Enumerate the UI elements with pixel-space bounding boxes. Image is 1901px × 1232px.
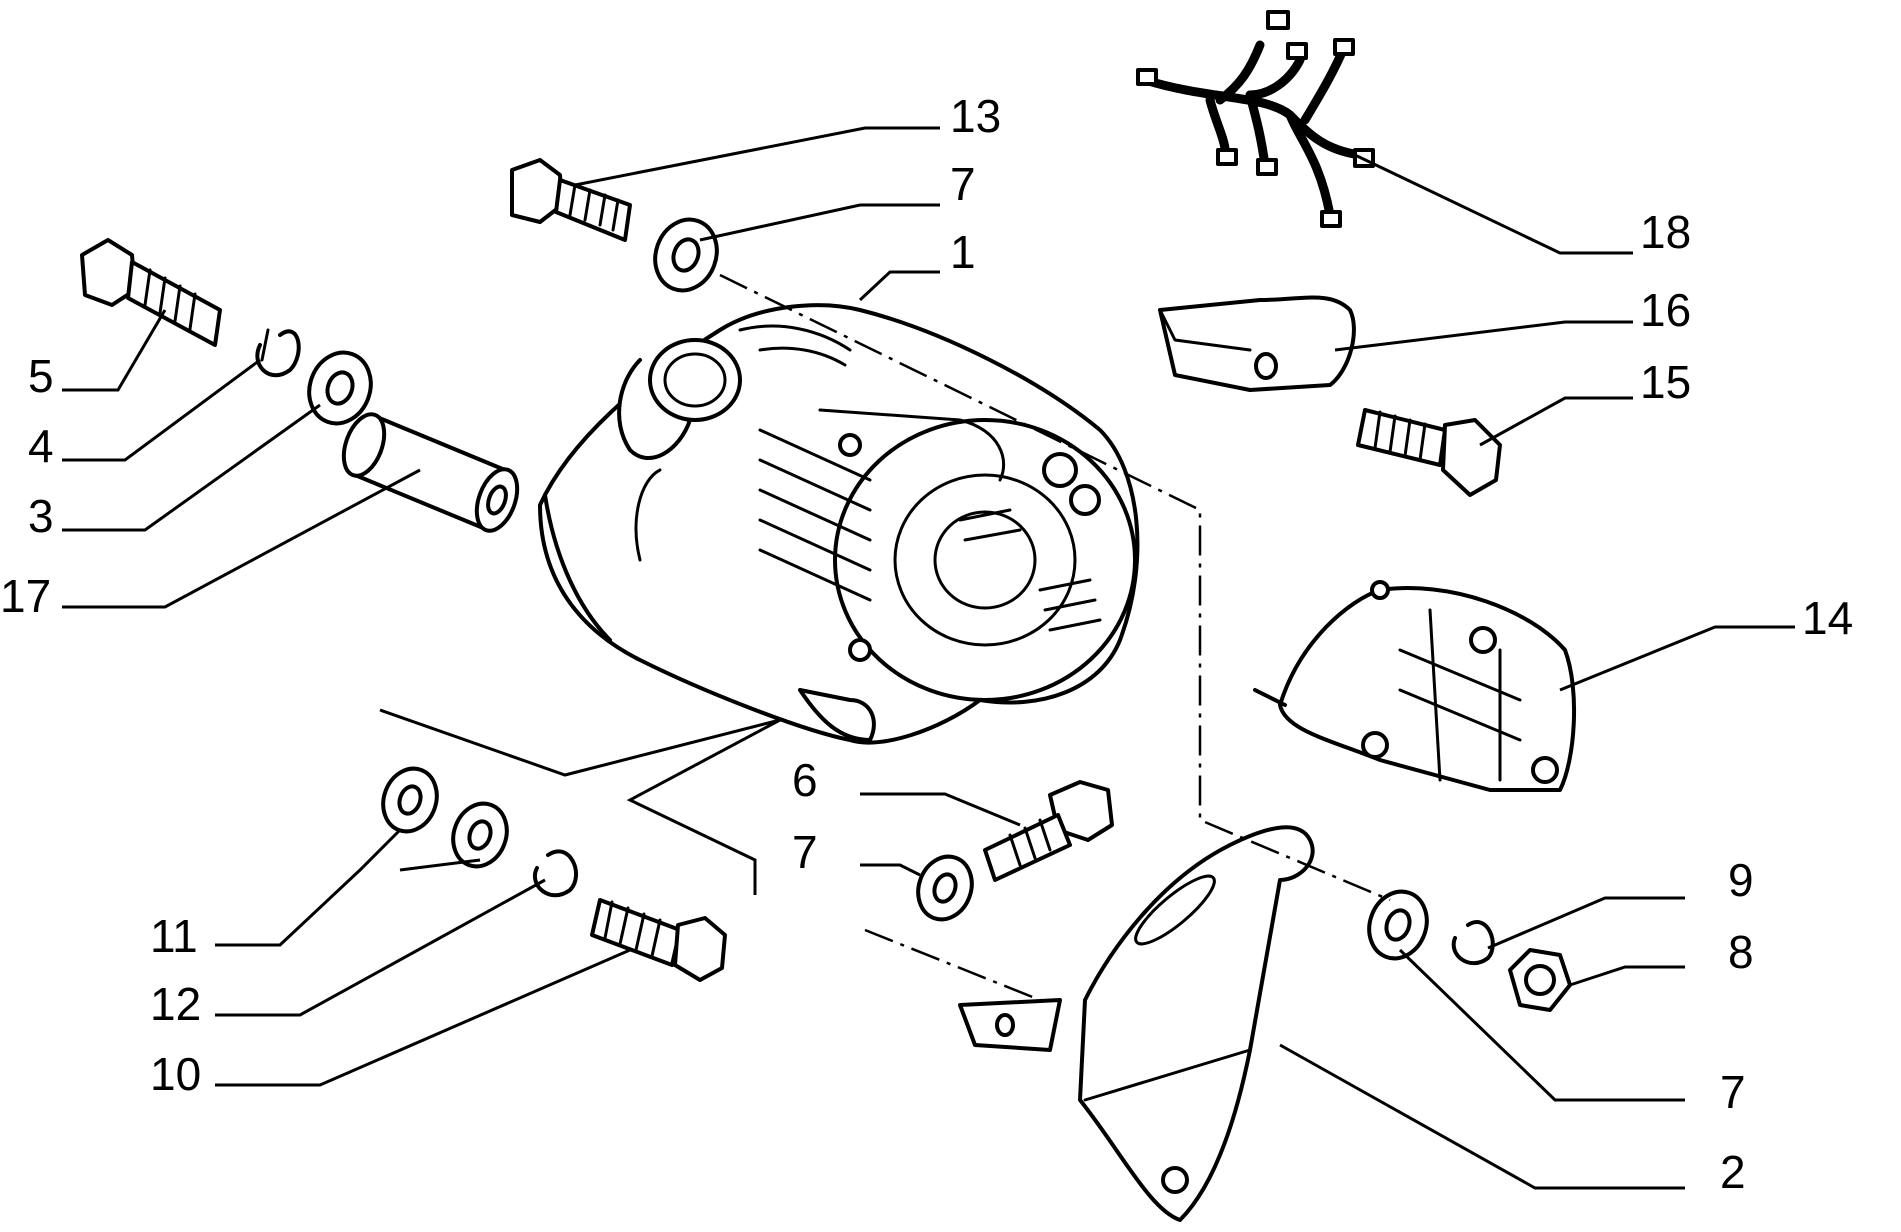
callout-7-top: 7 (950, 158, 976, 210)
spring-washer-4 (255, 328, 301, 378)
callout-2: 2 (1720, 1146, 1746, 1198)
leader-lines (62, 126, 1795, 1190)
bolt-15 (1356, 408, 1502, 497)
washer-3 (307, 350, 373, 426)
callout-1: 1 (950, 226, 976, 278)
nut-8 (1508, 948, 1572, 1012)
callout-5: 5 (28, 350, 54, 402)
alternator-1 (538, 303, 1140, 745)
callout-3: 3 (28, 490, 54, 542)
callout-12: 12 (150, 978, 201, 1030)
bolt-13 (510, 158, 632, 242)
assembly-axis-lines (719, 273, 1391, 1002)
callout-15: 15 (1640, 356, 1691, 408)
spacer-17 (341, 412, 520, 533)
bolt-10 (590, 898, 727, 982)
washer-7-top (653, 217, 719, 293)
callout-16: 16 (1640, 284, 1691, 336)
callout-14: 14 (1802, 592, 1853, 644)
wiring-harness-18 (1136, 10, 1375, 228)
bolt-5 (80, 238, 222, 347)
callout-8: 8 (1728, 926, 1754, 978)
callout-6: 6 (792, 754, 818, 806)
callout-13: 13 (950, 90, 1001, 142)
spring-washer-9 (1451, 920, 1495, 966)
callout-4: 4 (28, 420, 54, 472)
washer-7-right (1367, 889, 1429, 961)
washers-11 (381, 766, 509, 869)
rear-cover-14 (1253, 580, 1577, 792)
callout-7-right: 7 (1720, 1066, 1746, 1118)
bolt-6 (983, 780, 1114, 882)
callout-18: 18 (1640, 206, 1691, 258)
spring-washer-12 (533, 849, 579, 898)
bracket-2 (958, 825, 1315, 1222)
callout-11: 11 (150, 910, 198, 962)
washer-7-middle (916, 854, 974, 922)
callout-labels: 13 7 1 5 4 3 17 18 16 15 14 6 7 9 8 7 2 … (0, 90, 1853, 1198)
callout-10: 10 (150, 1048, 201, 1100)
callout-17: 17 (0, 570, 51, 622)
bracket-16 (1158, 295, 1356, 392)
callout-7-middle: 7 (792, 826, 818, 878)
callout-9: 9 (1728, 854, 1754, 906)
